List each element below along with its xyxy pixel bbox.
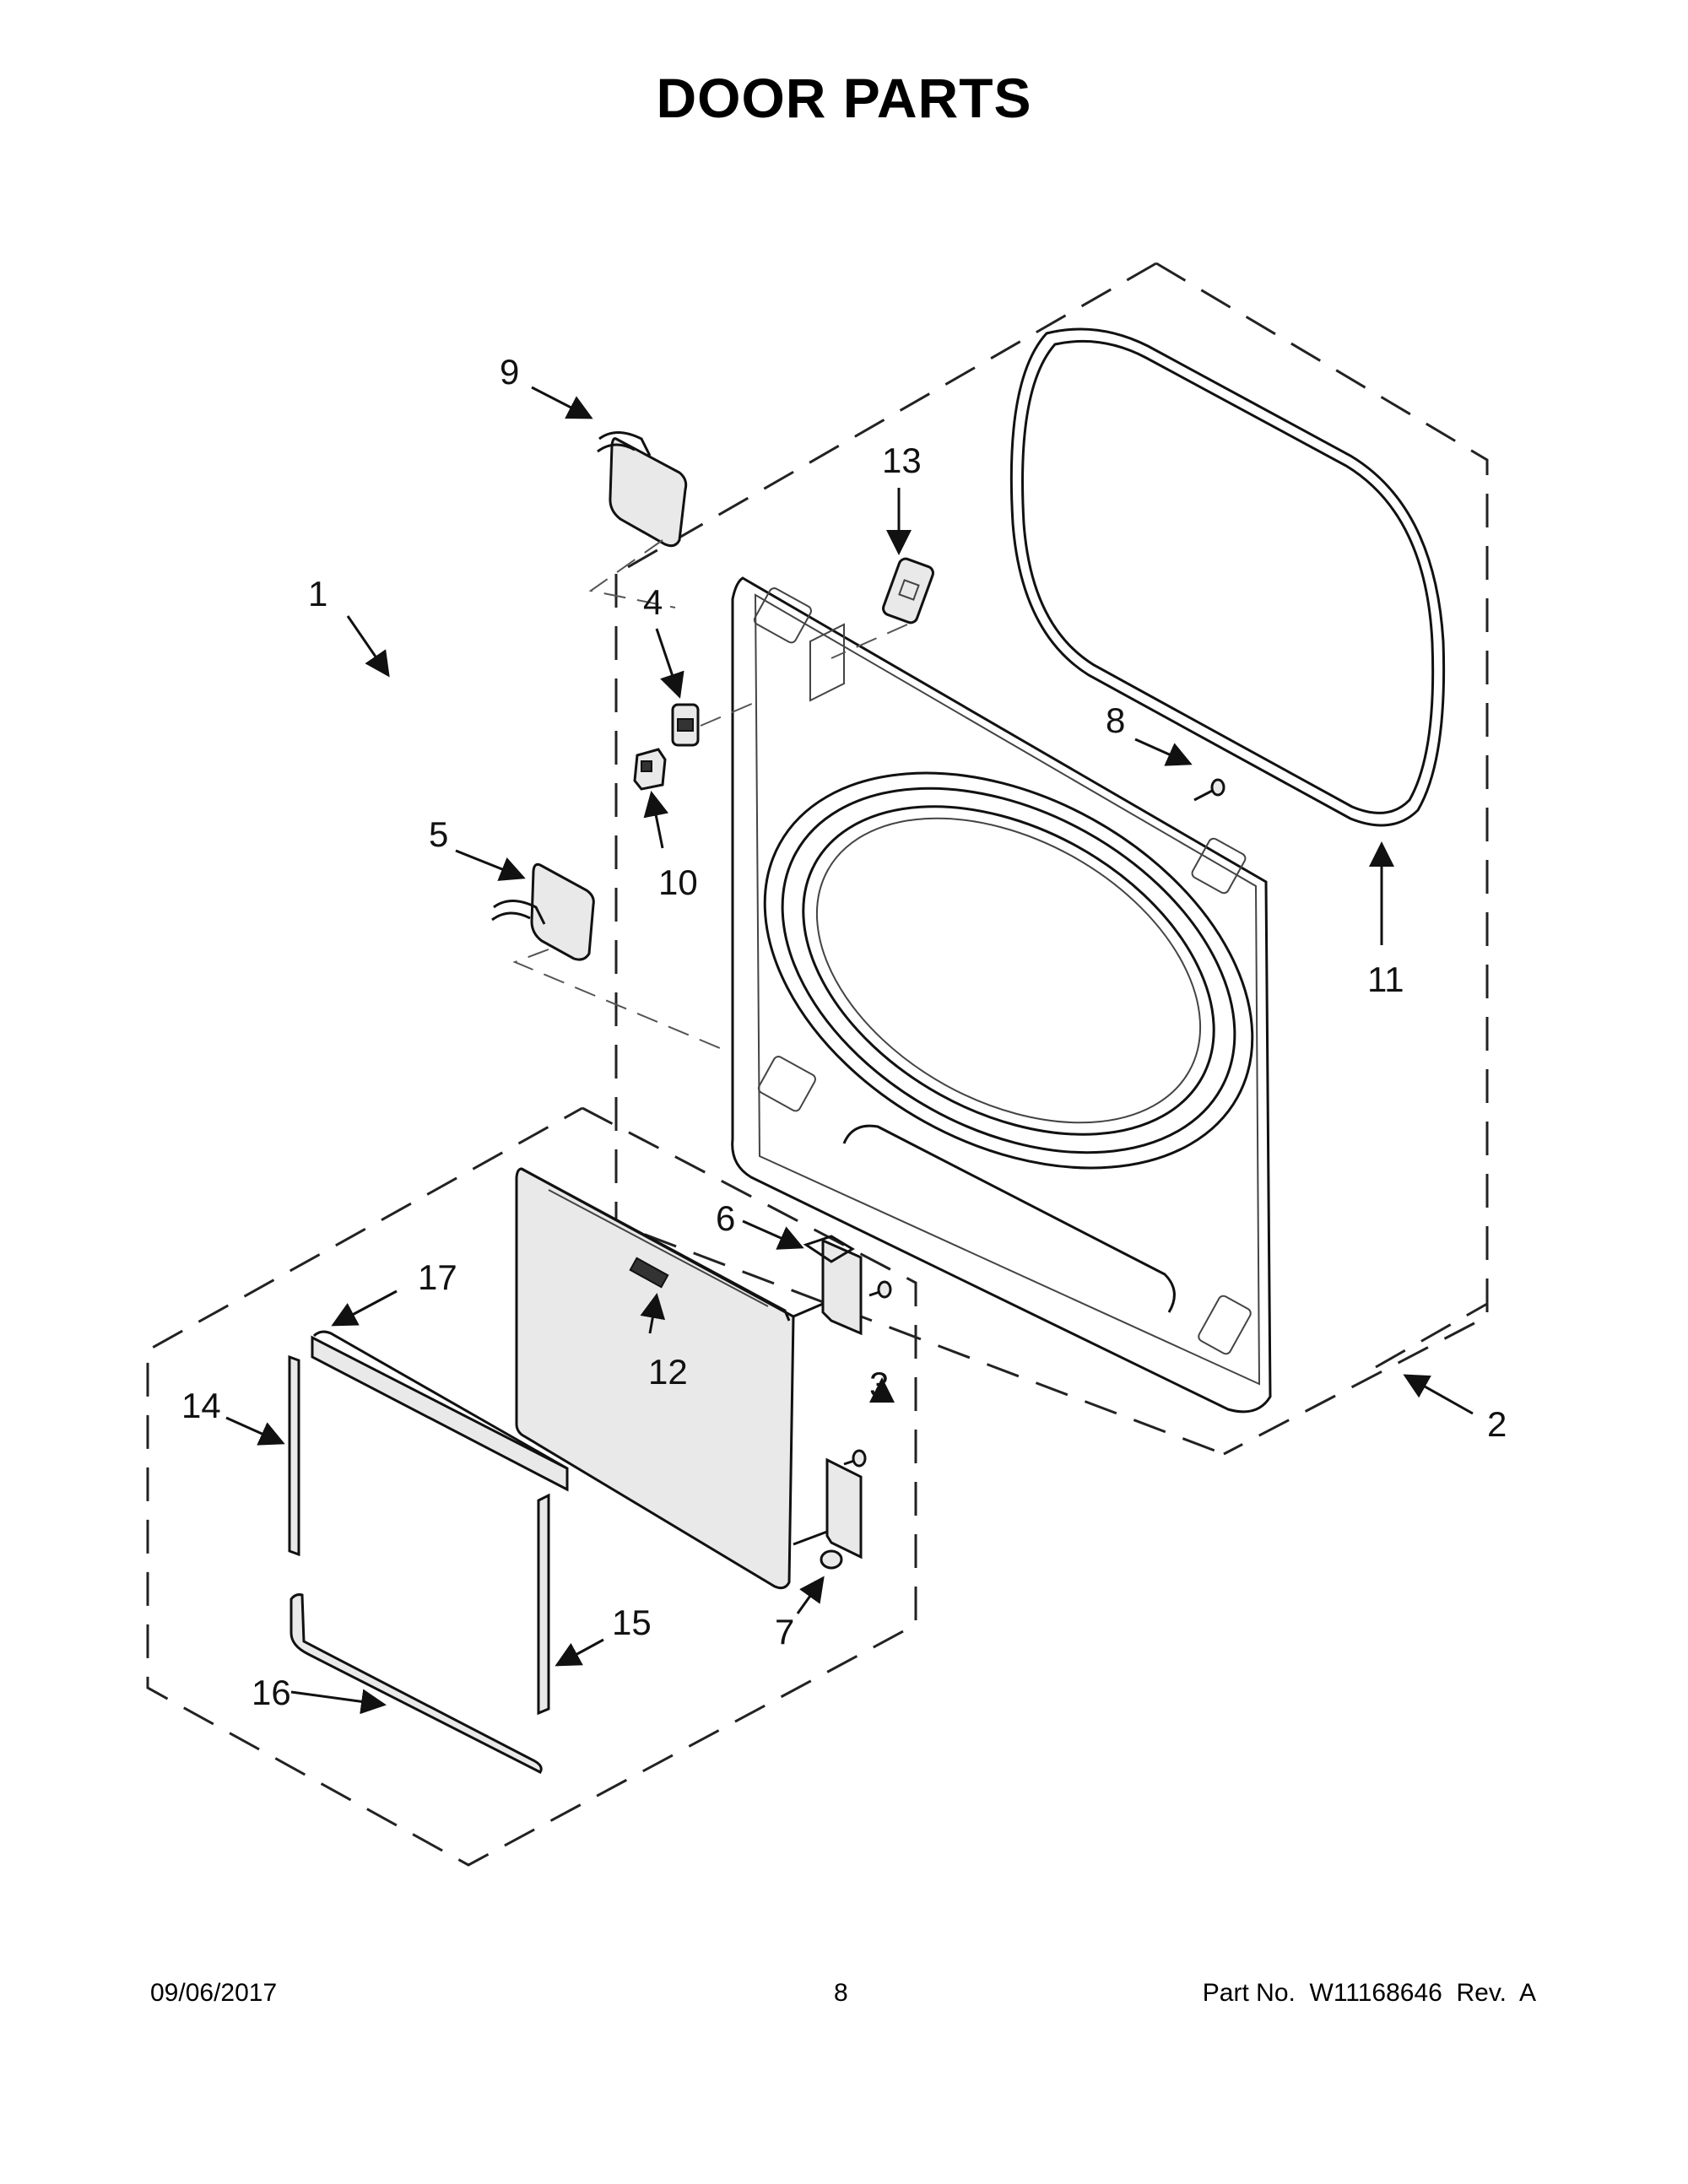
hinge-cover-bottom [491,862,727,1051]
callout-5: 5 [429,814,448,854]
callout-4: 4 [643,582,663,622]
callout-8: 8 [1106,700,1125,740]
door-trim-right [537,1493,550,1716]
strike-10 [633,748,667,791]
clip-13 [830,557,934,659]
door-trim-left [288,1354,300,1557]
page-title: DOOR PARTS [656,67,1032,129]
footer-part-number: Part No. W11168646 Rev. A [1202,1979,1536,2007]
door-latch [671,700,760,747]
door-seal-gasket [1009,327,1446,827]
callout-11: 11 [1367,960,1404,999]
footer-date: 09/06/2017 [150,1979,278,2007]
screw-3-upper [868,1280,892,1299]
outer-door-panel [731,576,1272,1414]
callout-17: 17 [418,1257,457,1297]
door-hinge-lower [793,1457,863,1570]
leader-arrows [225,386,1474,1715]
callout-7: 7 [775,1612,794,1652]
callout-14: 14 [181,1386,221,1425]
inner-door-panel [515,1167,795,1590]
callout-9: 9 [500,352,519,392]
callout-1: 1 [308,574,327,614]
screw-3-lower [843,1449,867,1468]
door-trim-bottom [289,1593,543,1774]
callout-12: 12 [648,1352,688,1392]
outer-door-enclosure [614,262,1489,1456]
screw-8 [1193,778,1225,802]
callout-6: 6 [716,1198,735,1238]
door-trim-top [311,1330,569,1492]
callout-2: 2 [1487,1404,1507,1444]
callout-13: 13 [882,441,922,480]
hinge-cover-top [588,431,688,608]
footer-page-number: 8 [834,1979,848,2007]
callout-16: 16 [252,1673,291,1712]
door-hinge-upper [793,1235,863,1336]
callout-15: 15 [612,1603,652,1642]
inner-door-enclosure [146,1106,917,1867]
callout-10: 10 [658,862,698,902]
callout-3: 3 [869,1365,889,1404]
